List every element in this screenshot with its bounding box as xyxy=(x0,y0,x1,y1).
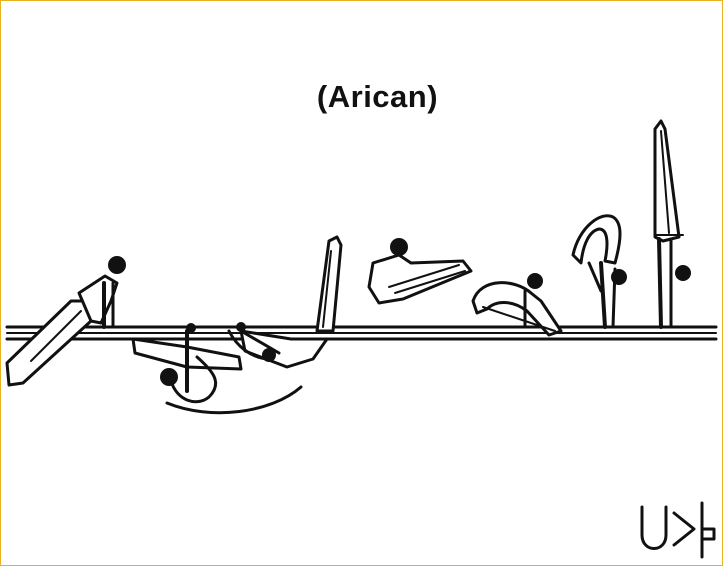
gymnast-figure-5 xyxy=(367,238,473,305)
parallel-bars xyxy=(5,325,718,341)
gymnast-figure-8 xyxy=(653,119,691,329)
element-notation-symbol-icon xyxy=(640,501,716,559)
gymnast-figure-2 xyxy=(131,329,303,415)
gymnast-figure-4 xyxy=(315,235,343,333)
gymnast-figure-7 xyxy=(571,214,627,329)
gymnast-figure-3 xyxy=(186,322,329,369)
element-title: (Arican) xyxy=(316,79,439,114)
gymnast-figure-1 xyxy=(5,256,126,387)
gymnast-figure-6 xyxy=(471,273,563,337)
